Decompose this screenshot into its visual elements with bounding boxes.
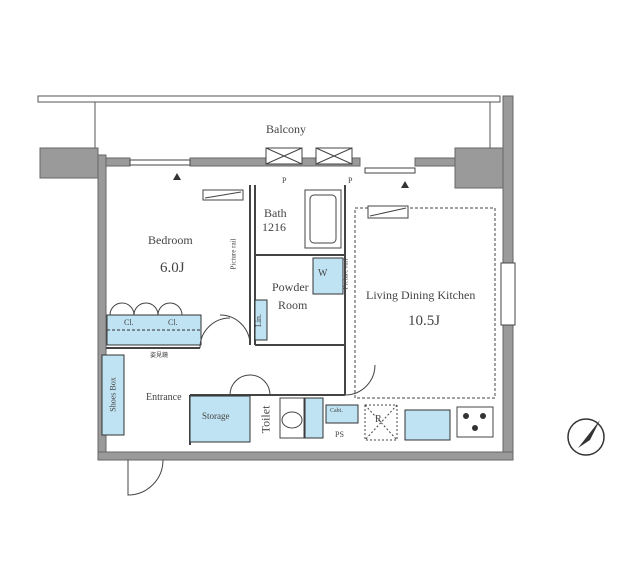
balcony-rail (37, 95, 501, 103)
balcony-label: Balcony (266, 122, 306, 136)
toilet-label: Toilet (258, 405, 273, 434)
shoes-box-label: Shoes Box (108, 377, 118, 412)
bedroom-label: Bedroom (148, 233, 193, 247)
closet-label-1: Cl. (124, 318, 134, 327)
cabinet-label: Cabi. (330, 408, 343, 414)
fridge-label: R (375, 414, 382, 425)
picture-rail-label-1: Picture rail (229, 238, 238, 270)
pipe-label-2: P (348, 176, 353, 185)
bedroom-size: 6.0J (160, 260, 185, 276)
entrance-label: Entrance (146, 392, 182, 403)
bath-label: Bath (264, 206, 287, 220)
north-arrow-icon (567, 418, 605, 456)
storage-label: Storage (202, 411, 230, 421)
ldk-label: Living Dining Kitchen (366, 288, 476, 302)
closet-label-2: Cl. (168, 318, 178, 327)
ldk-size: 10.5J (408, 313, 441, 329)
pipe-label-1: P (282, 176, 287, 185)
linen-label: Lin. (254, 313, 264, 328)
washer-label: W (318, 268, 328, 279)
powder-room-label: Powder (272, 280, 309, 294)
powder-room-label-2: Room (278, 298, 308, 312)
bath-size: 1216 (262, 220, 286, 234)
ps-label: PS (335, 430, 344, 439)
picture-rail-label-2: Picture rail (341, 258, 350, 290)
mirror-label: 姿見鏡 (150, 353, 169, 359)
